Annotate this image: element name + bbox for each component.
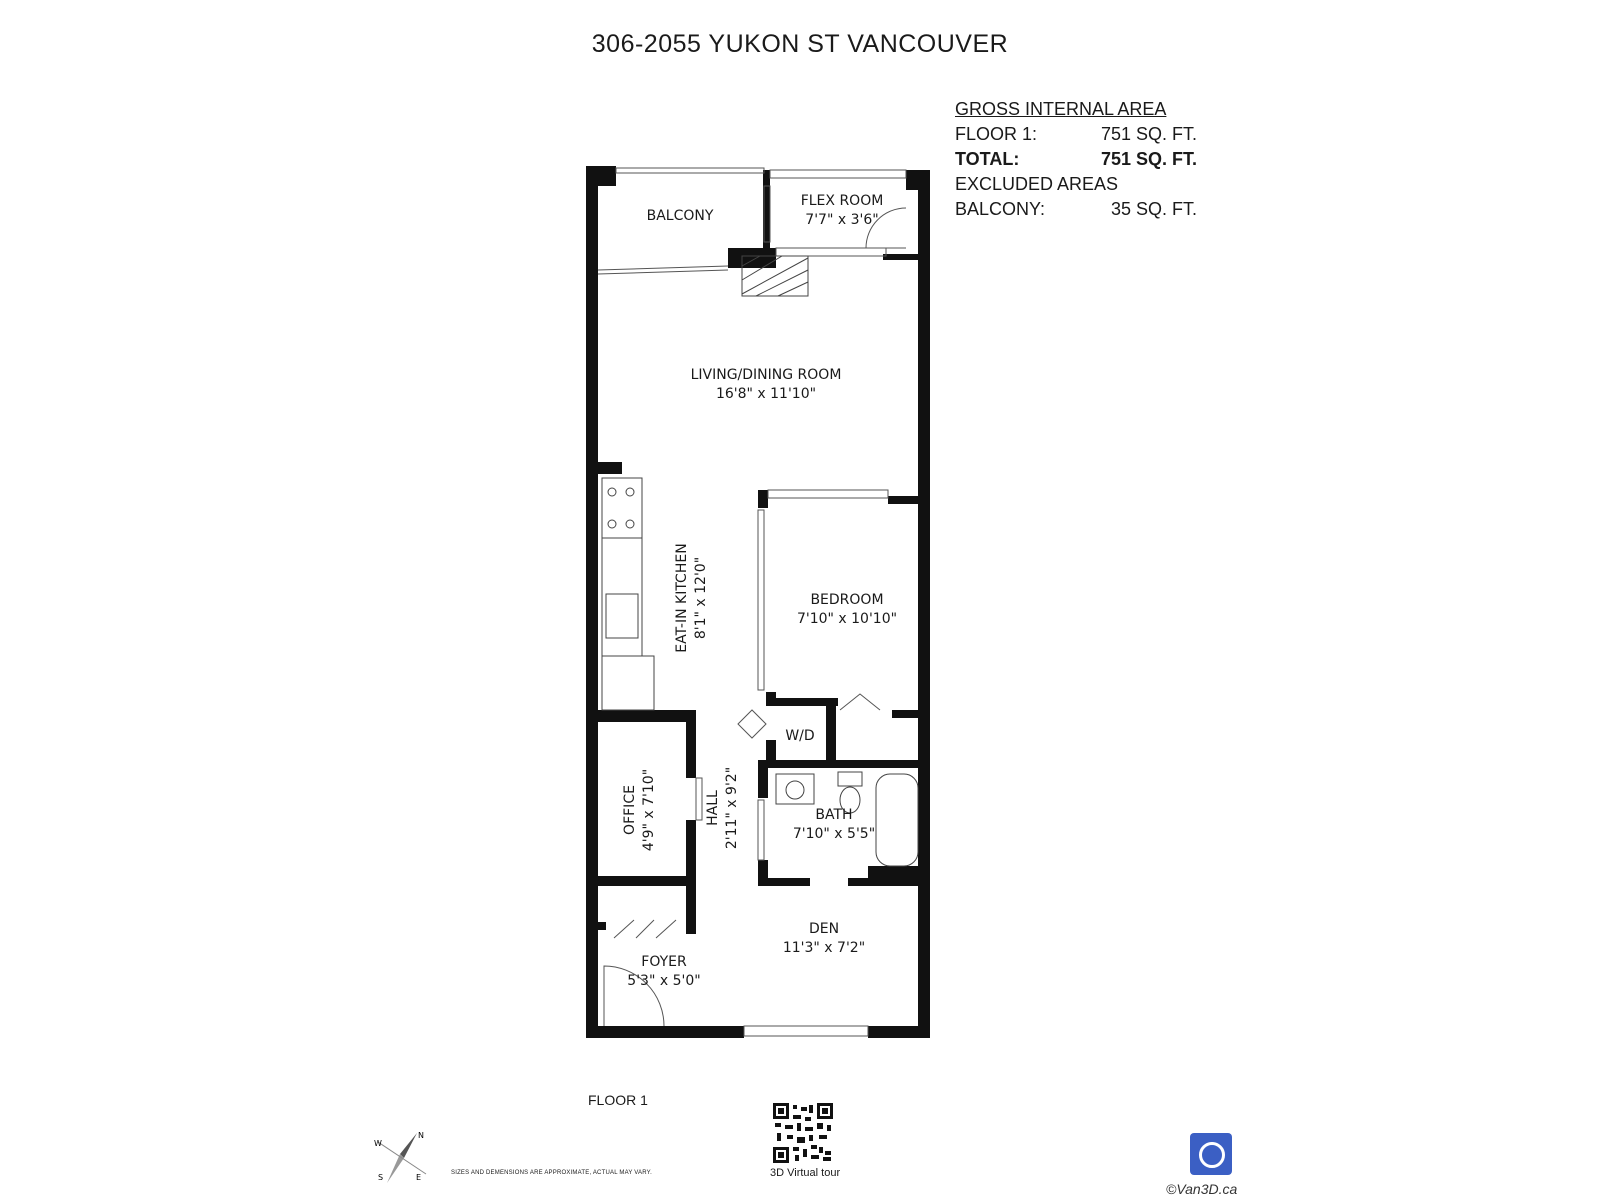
door-bedroom-closet — [839, 693, 881, 711]
wall-column — [728, 248, 776, 268]
door-flex — [865, 207, 907, 249]
compass-n: N — [418, 1131, 424, 1140]
room-bath-dims: 7'10" x 5'5" — [793, 826, 875, 842]
room-den-dims: 11'3" x 7'2" — [783, 940, 865, 956]
van3d-logo-icon — [1190, 1133, 1232, 1175]
floor-area-value: 751 SQ. FT. — [1100, 124, 1197, 144]
room-flex-dims: 7'7" x 3'6" — [805, 212, 878, 228]
kitchen-sink — [605, 593, 639, 639]
window-flex-left — [763, 185, 771, 243]
wall-bath-left-top — [758, 760, 768, 798]
wall-office-right-top — [686, 710, 696, 778]
room-living-dims: 16'8" x 11'10" — [716, 386, 816, 402]
disclaimer: SIZES AND DEMENSIONS ARE APPROXIMATE, AC… — [451, 1170, 652, 1176]
balcony-area-label: BALCONY: — [955, 199, 1046, 219]
walls — [586, 166, 930, 1038]
door-bath — [757, 799, 765, 861]
fireplace — [741, 255, 809, 297]
room-bedroom-dims: 7'10" x 10'10" — [797, 611, 897, 627]
room-office-name: OFFICE — [622, 785, 638, 835]
bath-sink — [775, 773, 815, 805]
wall-left — [586, 166, 598, 1038]
fridge — [601, 655, 655, 711]
door-office — [695, 777, 703, 821]
wall-corner-tl — [586, 166, 616, 186]
wall-corner-tr — [906, 170, 930, 190]
wall-bath-left-bottom — [758, 860, 768, 886]
fixtures — [601, 255, 919, 867]
room-bedroom-name: BEDROOM — [810, 592, 883, 608]
wall-wd-left — [766, 740, 776, 764]
total-area-label: TOTAL: — [955, 149, 1020, 169]
cooktop — [601, 477, 643, 539]
wall-right — [918, 170, 930, 1038]
wall-bath-block — [868, 866, 930, 886]
wall-office-bottom — [586, 876, 696, 886]
wall-wd-right — [826, 698, 836, 764]
room-hall-name: HALL — [705, 790, 721, 826]
room-den-name: DEN — [809, 921, 839, 937]
door-entry — [603, 965, 665, 1027]
window-flex-bottom — [775, 247, 887, 257]
compass-w: W — [374, 1139, 382, 1148]
compass-icon: N E S W — [374, 1131, 427, 1183]
qr-code-icon[interactable] — [773, 1103, 833, 1163]
wall-foyer-closet — [586, 922, 606, 930]
page-title: 306-2055 YUKON ST VANCOUVER — [591, 30, 1009, 58]
balcony-area-value: 35 SQ. FT. — [1110, 199, 1197, 219]
wall-bath-top — [758, 760, 930, 768]
room-living-name: LIVING/DINING ROOM — [691, 367, 842, 383]
windows — [597, 167, 907, 1037]
wall-flex-left — [763, 170, 770, 248]
compass-e: E — [416, 1173, 421, 1182]
wall-bed-top-left — [758, 490, 768, 508]
room-bath-name: BATH — [815, 807, 852, 823]
room-foyer-dims: 5'3" x 5'0" — [627, 973, 700, 989]
room-foyer-name: FOYER — [641, 954, 687, 970]
door-slider-balcony — [597, 265, 729, 271]
qr-label: 3D Virtual tour — [770, 1167, 841, 1179]
door-wd — [737, 709, 767, 739]
wall-bottom-left — [586, 1026, 744, 1038]
room-wd-name: W/D — [785, 728, 814, 744]
toilet-tank — [837, 771, 863, 787]
room-kitchen-dims: 8'1" x 12'0" — [693, 557, 709, 639]
area-header: GROSS INTERNAL AREA — [955, 99, 1167, 119]
room-hall-dims: 2'11" x 9'2" — [724, 767, 740, 849]
wall-wd-top — [766, 698, 838, 706]
wall-bottom-right — [868, 1026, 930, 1038]
window-bedroom — [767, 489, 889, 499]
closet-bedroom — [757, 509, 765, 691]
excluded-header: EXCLUDED AREAS — [955, 174, 1119, 194]
wall-kitchen-top — [586, 462, 622, 474]
wall-flex-bottom — [883, 254, 925, 260]
bathtub — [875, 773, 919, 867]
door-swings — [603, 207, 907, 1027]
wall-bath-bottom-left — [758, 878, 810, 886]
room-kitchen-name: EAT-IN KITCHEN — [674, 543, 690, 652]
compass-s: S — [378, 1173, 383, 1182]
window-balcony-top — [615, 167, 765, 174]
wall-bed-top-right — [888, 496, 930, 504]
room-balcony-name: BALCONY — [647, 208, 714, 224]
floor-label: FLOOR 1 — [588, 1092, 648, 1108]
area-summary: GROSS INTERNAL AREA FLOOR 1:751 SQ. FT. … — [955, 97, 1197, 222]
room-flex-name: FLEX ROOM — [801, 193, 884, 209]
toilet — [839, 786, 861, 814]
door-foyer-closet — [613, 919, 677, 939]
wall-bed-bottom-right — [892, 710, 930, 718]
total-area-value: 751 SQ. FT. — [1100, 149, 1197, 169]
floor-area-label: FLOOR 1: — [955, 124, 1038, 144]
brand-credit: ©Van3D.ca — [1166, 1181, 1238, 1197]
room-office-dims: 4'9" x 7'10" — [641, 769, 657, 851]
window-den — [743, 1025, 869, 1037]
wall-office-top — [586, 710, 696, 722]
window-flex-top — [769, 169, 907, 179]
